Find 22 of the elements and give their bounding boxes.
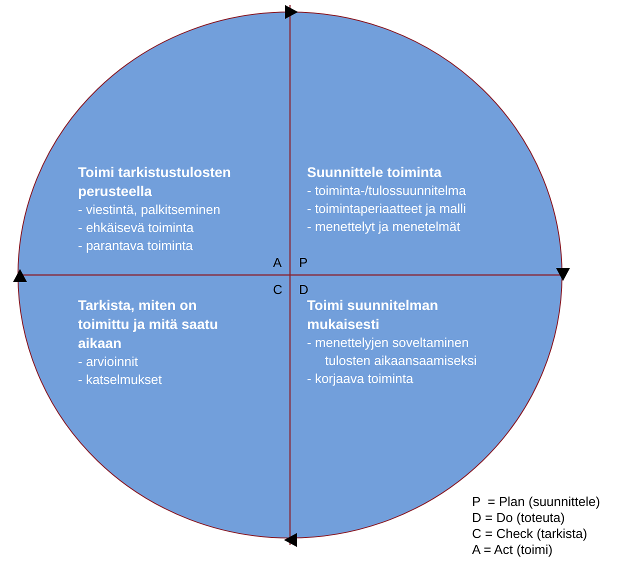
legend-text: C = Check (tarkista) <box>472 526 588 541</box>
legend-text: A = Act (toimi) <box>472 542 553 557</box>
list-item: - menettelyt ja menetelmät <box>307 218 462 236</box>
phase-letter: D <box>299 282 308 297</box>
list-item: - toiminta-/tulossuunnitelma <box>307 182 467 200</box>
quadrant-heading: Toimi suunnitelman mukaisesti <box>307 296 440 334</box>
list-item: - viestintä, palkitseminen <box>78 201 222 219</box>
quadrant-heading: Toimi tarkistustulosten perusteella <box>78 163 232 201</box>
list-item: - arvioinnit <box>78 353 139 371</box>
phase-letter: C <box>273 282 282 297</box>
list-item: - katselmukset <box>78 371 163 389</box>
list-item: - parantava toiminta <box>78 237 194 255</box>
list-item: - korjaava toiminta <box>307 370 414 388</box>
legend-text: D = Do (toteuta) <box>472 510 565 525</box>
quadrant-heading: Tarkista, miten on toimittu ja mitä saatu aikaan <box>78 296 220 353</box>
phase-letter: A <box>273 255 282 270</box>
legend-text: P = Plan (suunnittele) <box>472 494 600 509</box>
list-item: - toimintaperiaatteet ja malli <box>307 200 467 218</box>
phase-letter: P <box>299 255 308 270</box>
quadrant-heading: Suunnittele toiminta <box>307 163 443 182</box>
list-item: - ehkäisevä toiminta <box>78 219 195 237</box>
list-item: - menettelyjen soveltaminen tulosten aikaansaamiseksi <box>307 334 478 370</box>
